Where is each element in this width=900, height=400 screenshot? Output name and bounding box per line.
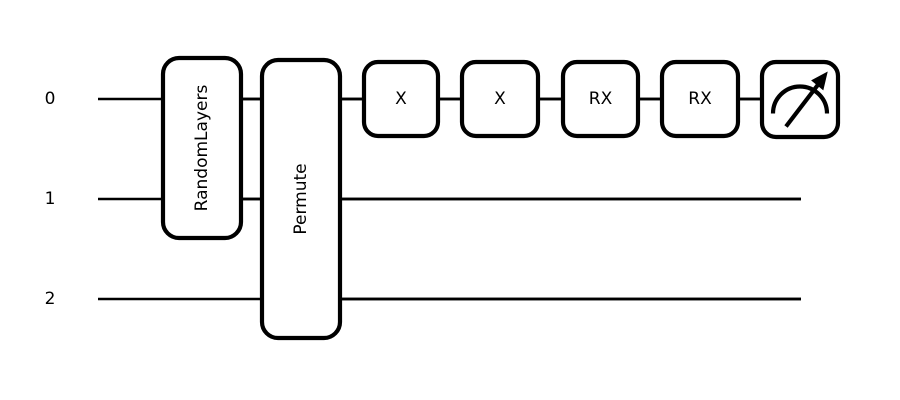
wire-label-0: 0 bbox=[45, 89, 56, 109]
gate-measure[interactable] bbox=[759, 59, 841, 140]
wire-label-2: 2 bbox=[45, 289, 56, 309]
gate-label-rx-2: RX bbox=[688, 89, 712, 109]
gate-label-permute: Permute bbox=[291, 163, 311, 234]
wire-labels-layer: 0 1 2 bbox=[45, 89, 56, 309]
wire-label-1: 1 bbox=[45, 189, 56, 209]
gate-rx-2[interactable]: RX bbox=[659, 59, 741, 139]
gate-label-x-1: X bbox=[395, 89, 407, 109]
gate-label-rx-1: RX bbox=[589, 89, 613, 109]
meter-needle-icon bbox=[784, 78, 824, 128]
meter-arc-icon bbox=[770, 84, 830, 114]
gate-x-2[interactable]: X bbox=[459, 59, 541, 139]
gate-label-randomlayers: RandomLayers bbox=[192, 85, 212, 212]
gate-label-x-2: X bbox=[494, 89, 506, 109]
gate-rx-1[interactable]: RX bbox=[560, 59, 641, 139]
meter-arrowhead-icon bbox=[811, 71, 828, 91]
gate-permute[interactable]: Permute bbox=[259, 57, 343, 341]
gate-x-1[interactable]: X bbox=[361, 59, 441, 139]
gate-randomlayers[interactable]: RandomLayers bbox=[160, 55, 244, 241]
gate-box-randomlayers[interactable] bbox=[160, 55, 244, 241]
